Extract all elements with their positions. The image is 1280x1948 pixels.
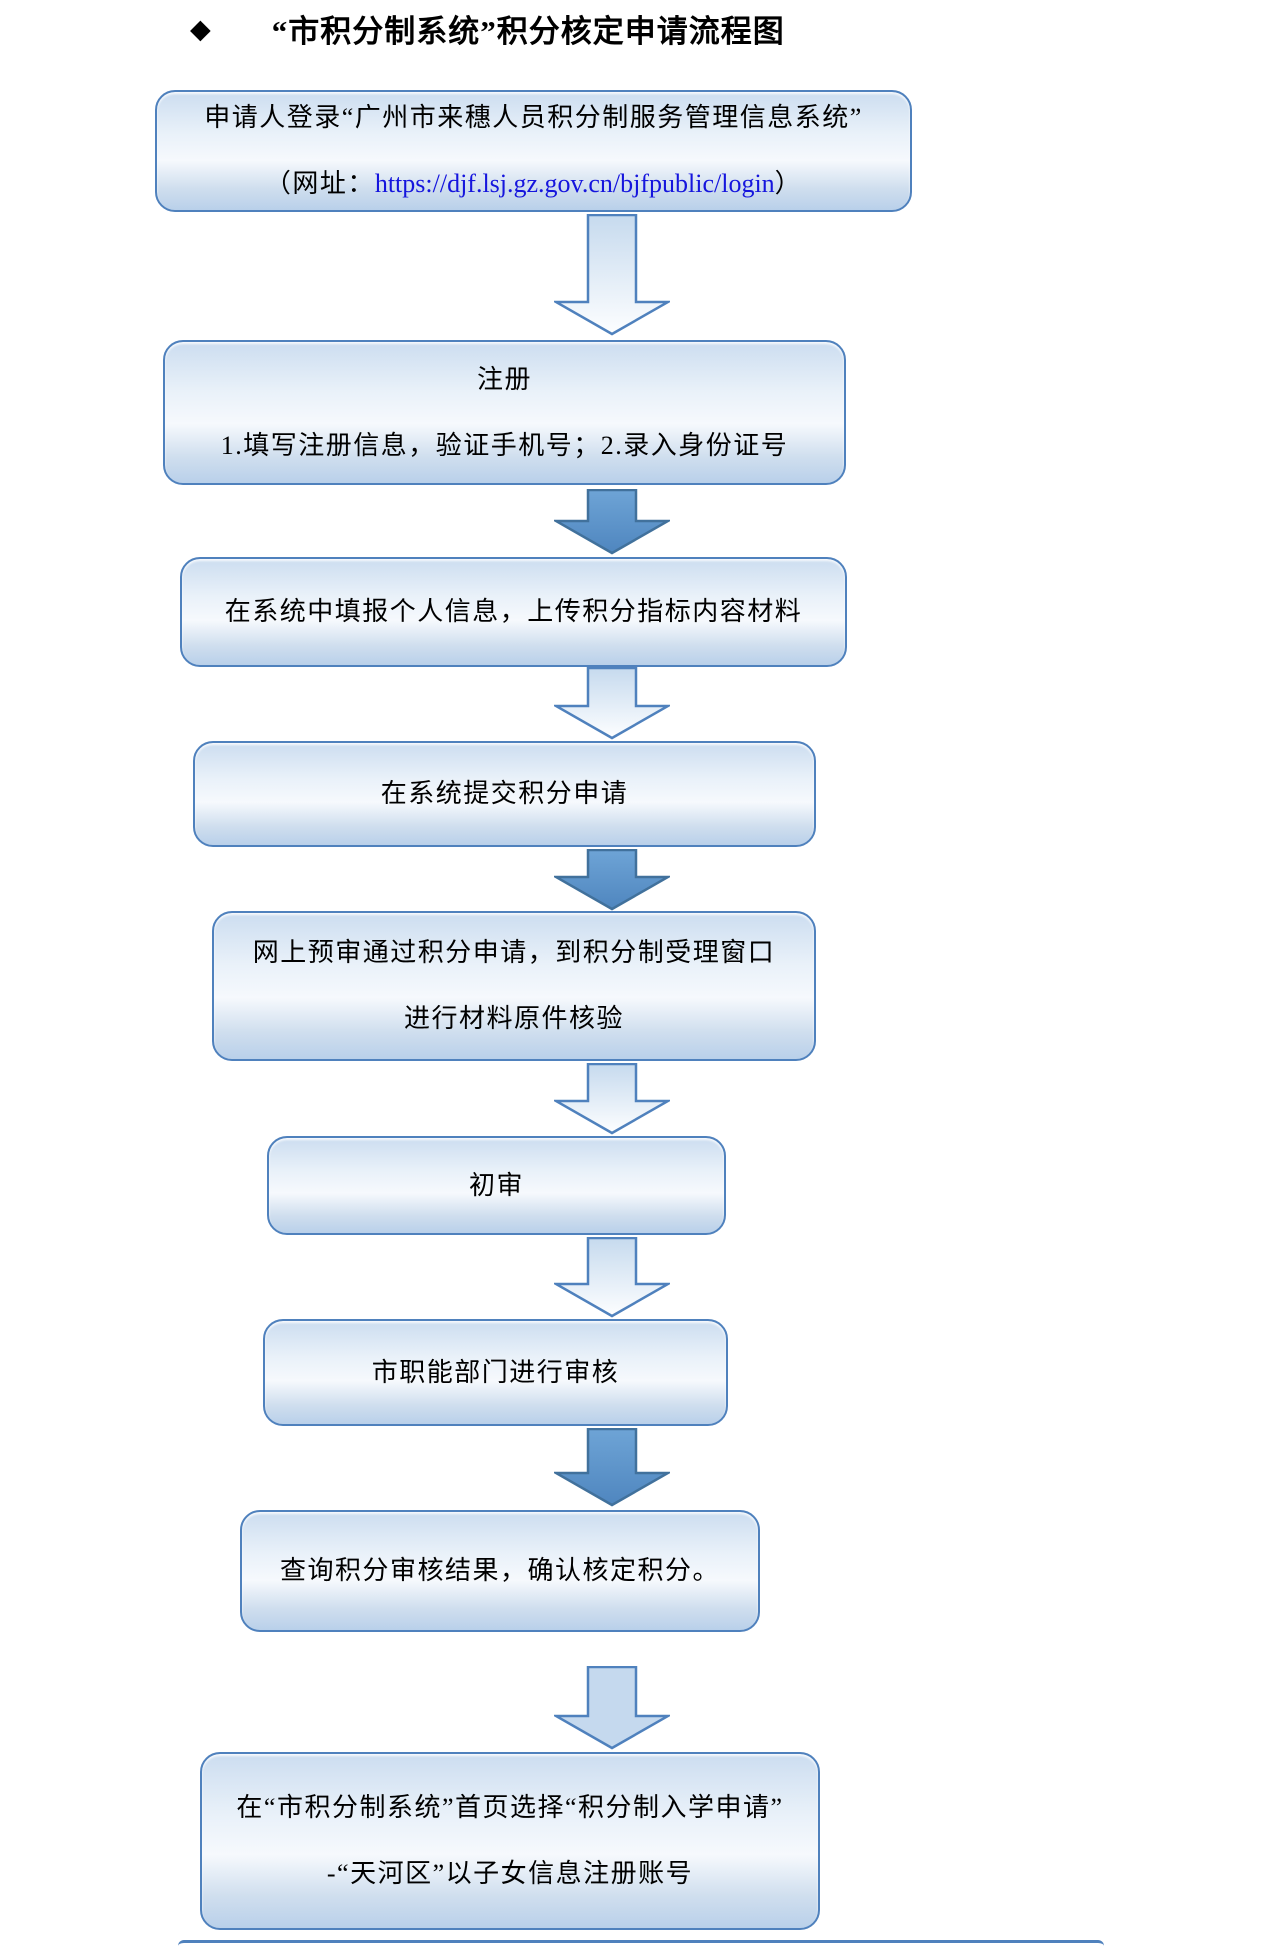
url-suffix: ） <box>774 169 803 198</box>
down-arrow-icon <box>554 849 670 911</box>
flow-step-fill-info: 在系统中填报个人信息，上传积分指标内容材料 <box>180 557 847 667</box>
next-box-top-edge <box>178 1940 1104 1948</box>
step-text-line: 注册 <box>476 364 532 394</box>
system-login-url[interactable]: https://djf.lsj.gz.gov.cn/bjfpublic/logi… <box>374 169 775 198</box>
step-text-line: 在“市积分制系统”首页选择“积分制入学申请” <box>236 1793 784 1822</box>
flow-step-initial-review: 初审 <box>267 1136 726 1235</box>
page-title: ◆ “市积分制系统”积分核定申请流程图 <box>190 6 785 51</box>
flow-step-submit: 在系统提交积分申请 <box>193 741 816 847</box>
down-arrow-icon <box>554 1063 670 1135</box>
down-arrow-icon <box>554 1428 670 1507</box>
step-text-line: 网上预审通过积分申请，到积分制受理窗口 <box>252 938 776 967</box>
flow-step-verify-materials: 网上预审通过积分申请，到积分制受理窗口 进行材料原件核验 <box>212 911 816 1061</box>
step-text-line: 在系统提交积分申请 <box>380 779 629 808</box>
step-text-line: 在系统中填报个人信息，上传积分指标内容材料 <box>224 597 803 626</box>
down-arrow-icon <box>554 489 670 555</box>
down-arrow-icon <box>554 667 670 740</box>
flow-step-check-result: 查询积分审核结果，确认核定积分。 <box>240 1510 760 1632</box>
step-text-line: 进行材料原件核验 <box>403 1004 624 1033</box>
step-text-line: -“天河区”以子女信息注册账号 <box>326 1859 694 1888</box>
step-text-line: 市职能部门进行审核 <box>371 1357 620 1387</box>
step-text-line: 申请人登录“广州市来穗人员积分制服务管理信息系统” <box>204 103 863 132</box>
down-arrow-icon <box>554 214 670 336</box>
diamond-bullet-icon: ◆ <box>190 13 212 44</box>
step-text-line: 1.填写注册信息，验证手机号；2.录入身份证号 <box>220 430 789 460</box>
flow-step-register: 注册 1.填写注册信息，验证手机号；2.录入身份证号 <box>163 340 846 485</box>
step-url-line: （网址：https://djf.lsj.gz.gov.cn/bjfpublic/… <box>265 166 802 202</box>
down-arrow-icon <box>554 1237 670 1318</box>
step-text-line: 初审 <box>468 1170 524 1200</box>
page-title-text: “市积分制系统”积分核定申请流程图 <box>271 14 785 49</box>
down-arrow-icon <box>554 1666 670 1750</box>
flow-step-login: 申请人登录“广州市来穗人员积分制服务管理信息系统” （网址：https://dj… <box>155 90 912 212</box>
step-text-line: 查询积分审核结果，确认核定积分。 <box>279 1556 720 1585</box>
url-prefix: （网址： <box>264 169 375 198</box>
flow-step-department-review: 市职能部门进行审核 <box>263 1319 728 1426</box>
flow-step-enrollment-apply: 在“市积分制系统”首页选择“积分制入学申请” -“天河区”以子女信息注册账号 <box>200 1752 820 1930</box>
